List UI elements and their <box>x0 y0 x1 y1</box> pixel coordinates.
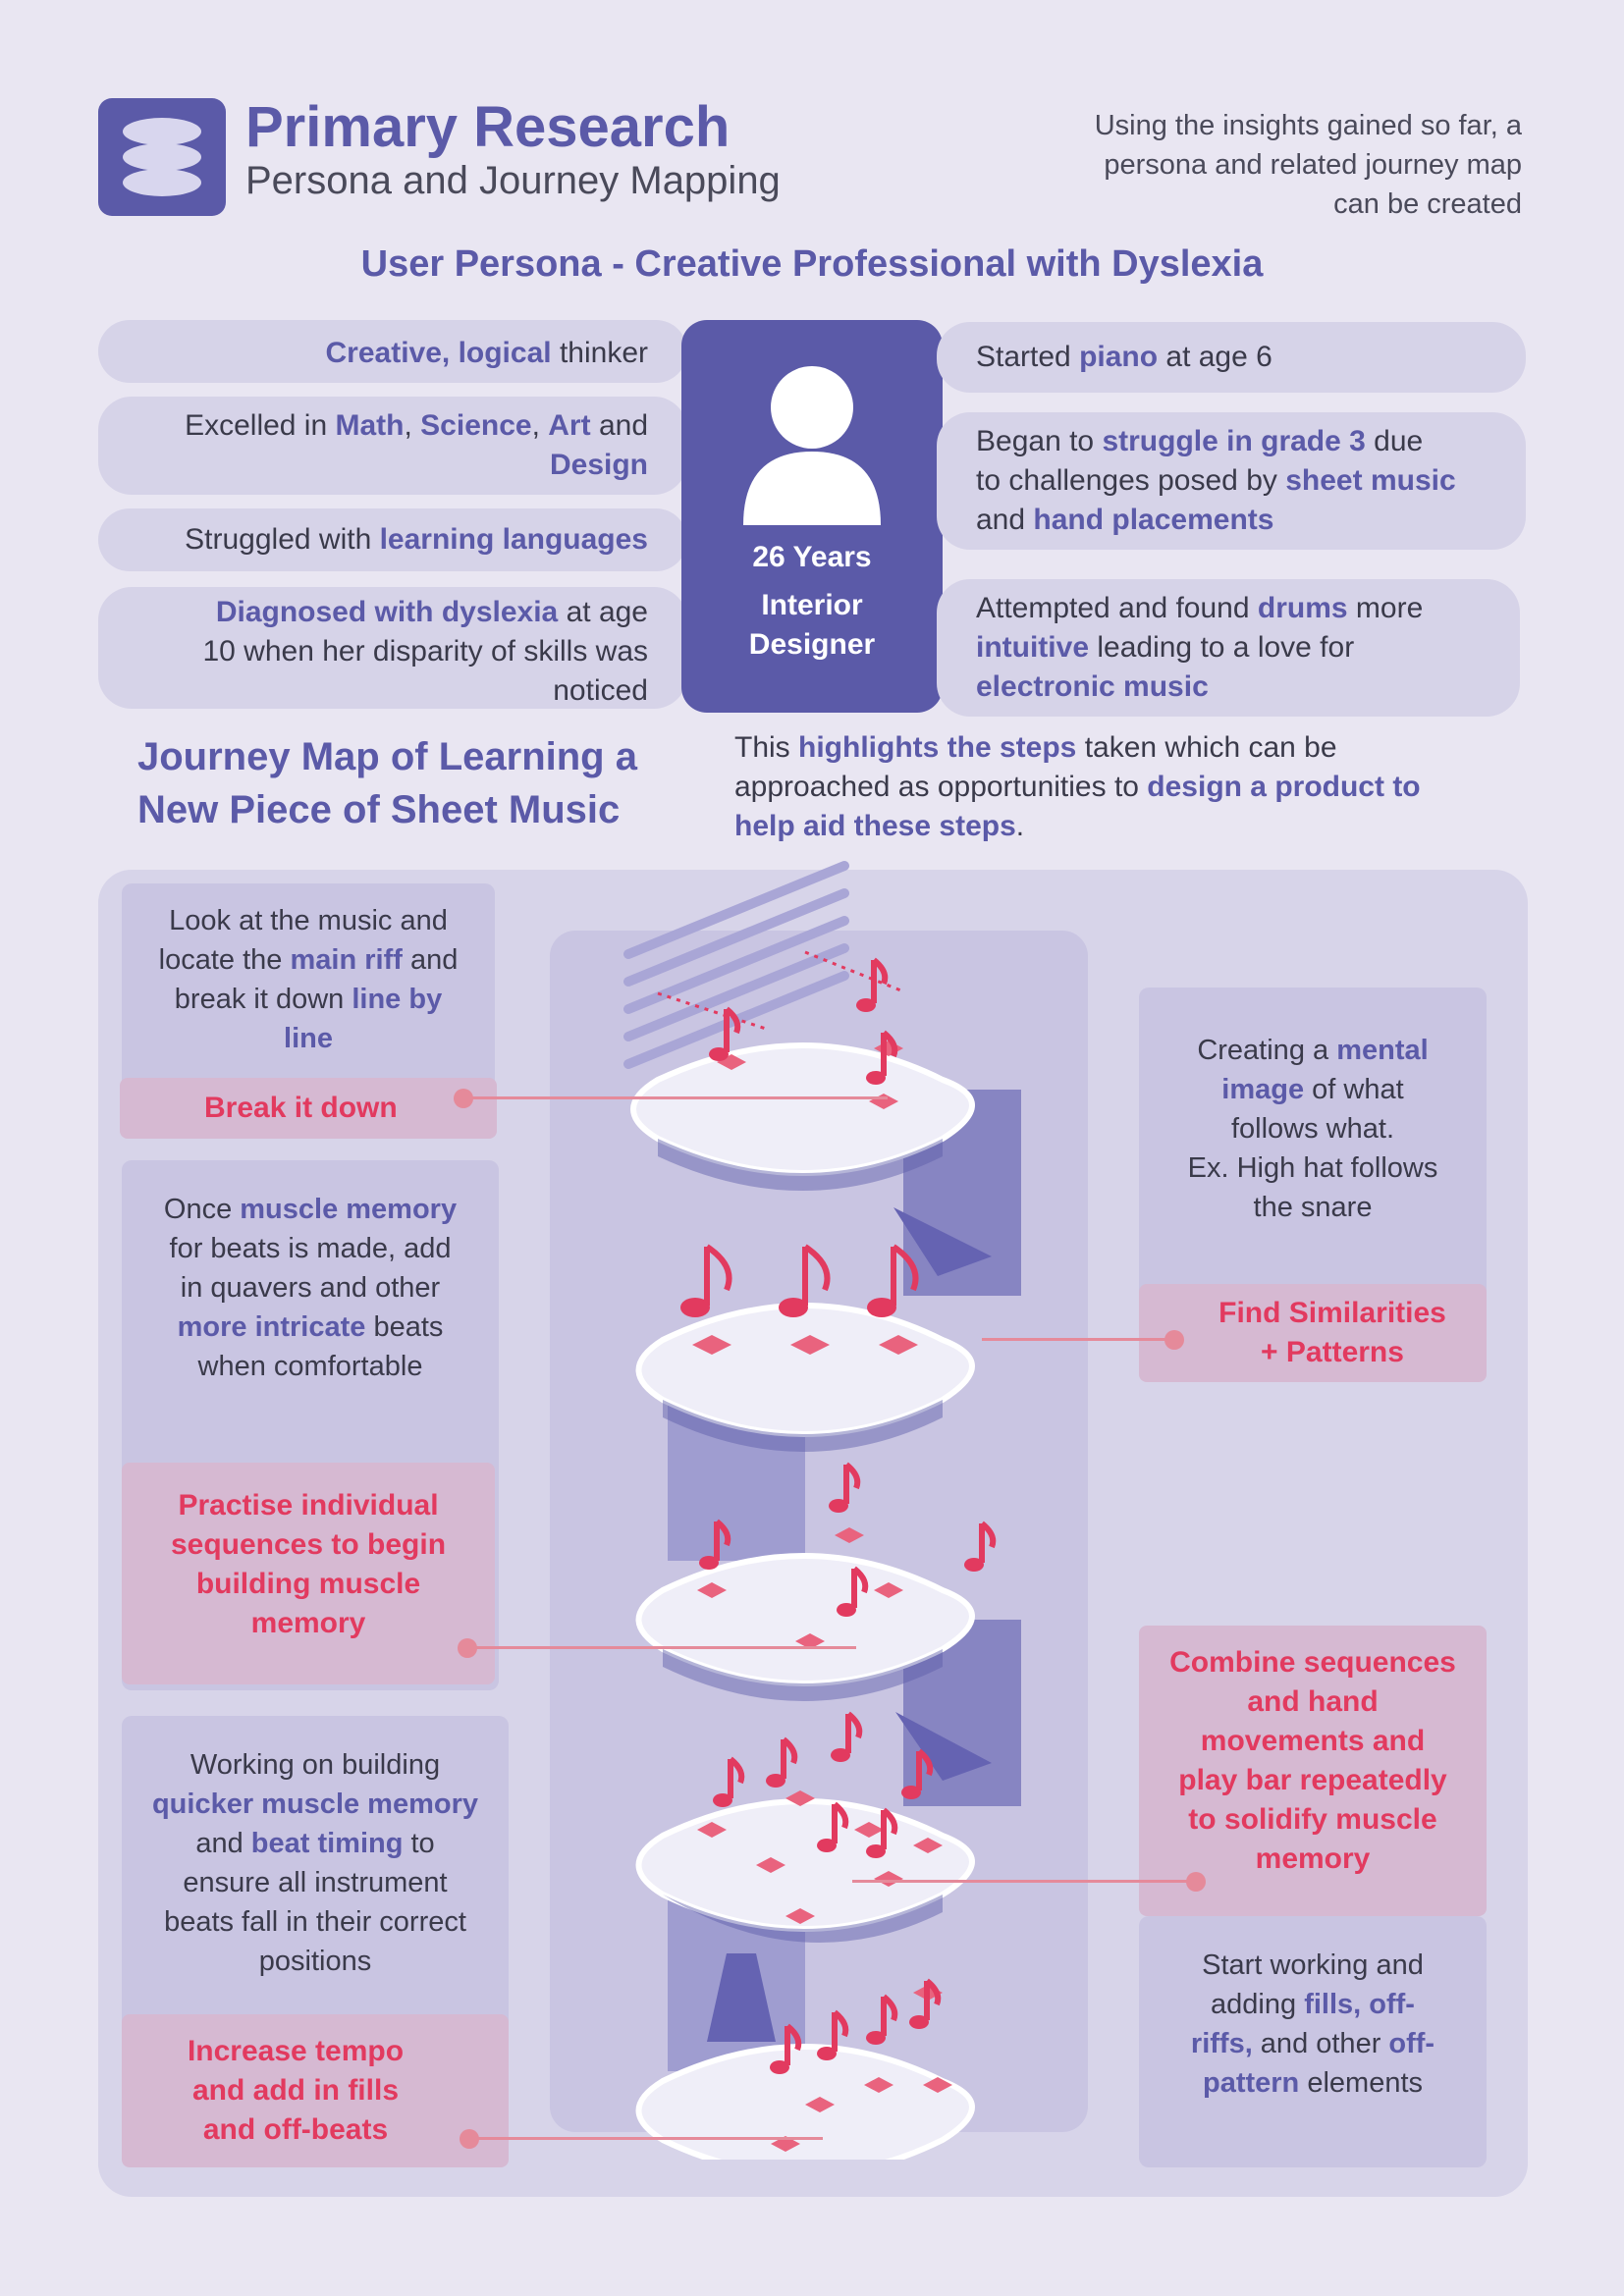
persona-left-4: Diagnosed with dyslexia at age 10 when h… <box>98 587 687 709</box>
persona-left-3: Struggled with learning languages <box>98 508 687 571</box>
persona-right-3: Attempted and found drums more intuitive… <box>937 579 1520 717</box>
connector-line <box>463 1096 888 1099</box>
stacked-layers-icon <box>123 118 201 196</box>
page-subtitle: Persona and Journey Mapping <box>245 159 781 202</box>
connector-line <box>467 1646 856 1649</box>
step-fills-description: Start working and adding fills, off- rif… <box>1139 1916 1487 2167</box>
user-icon <box>743 366 881 525</box>
journey-description: This highlights the steps taken which ca… <box>734 731 1421 842</box>
connector-line <box>982 1338 1172 1341</box>
connector-dot <box>1186 1872 1206 1892</box>
persona-right-1: Started piano at age 6 <box>937 322 1526 393</box>
persona-left-2: Excelled in Math, Science, Art and Desig… <box>98 397 687 495</box>
journey-illustration <box>550 861 1088 2160</box>
persona-right-2: Began to struggle in grade 3 due to chal… <box>937 412 1526 550</box>
connector-dot <box>1164 1330 1184 1350</box>
persona-left-1: Creative, logical thinker <box>98 320 687 383</box>
persona-heading: User Persona - Creative Professional wit… <box>360 243 1264 285</box>
step-1-description: Look at the music and locate the main ri… <box>122 883 495 1090</box>
step-find-similarities: Find Similarities+ Patterns <box>1139 1284 1487 1382</box>
page-title: Primary Research <box>245 95 731 159</box>
connector-line <box>469 2137 823 2140</box>
persona-age: 26 Years <box>752 541 872 573</box>
connector-line <box>852 1880 1194 1883</box>
step-break-it-down: Break it down <box>120 1078 497 1139</box>
logo <box>98 98 226 216</box>
